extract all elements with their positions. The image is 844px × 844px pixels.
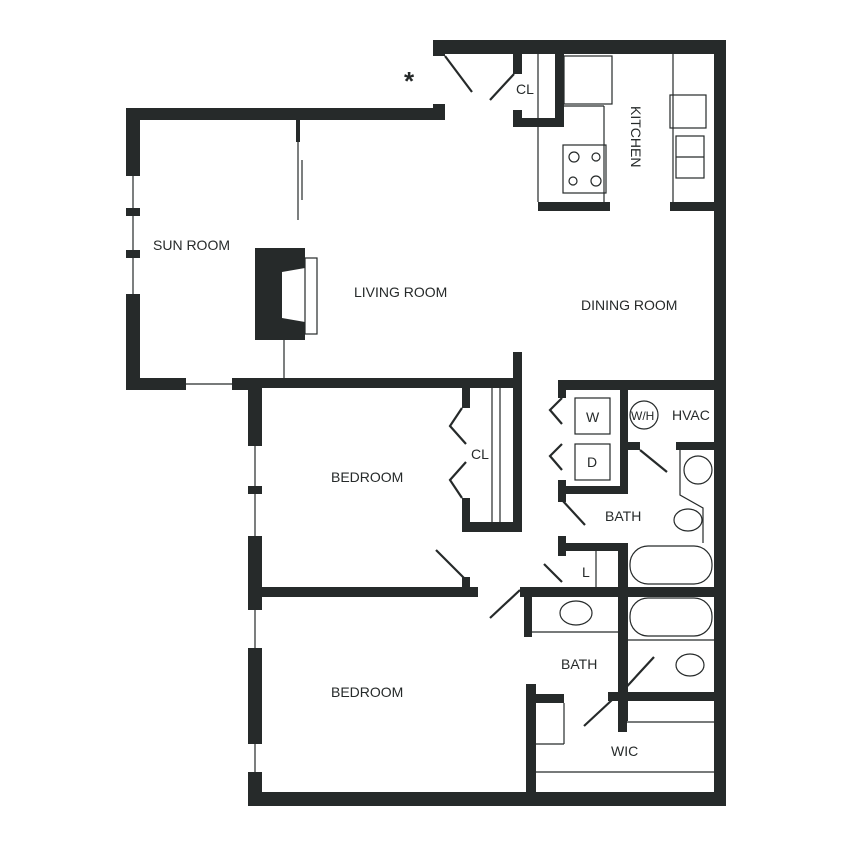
label-dryer: D [587, 454, 597, 470]
label-water-heater: W/H [631, 409, 654, 423]
label-bedroom-1: BEDROOM [331, 469, 403, 485]
entry-marker: * [404, 66, 415, 96]
label-hvac: HVAC [672, 407, 710, 423]
label-bedroom-2: BEDROOM [331, 684, 403, 700]
label-linen: L [582, 564, 590, 580]
label-dining-room: DINING ROOM [581, 297, 677, 313]
label-bath-1: BATH [605, 508, 641, 524]
label-wic: WIC [611, 743, 638, 759]
label-bath-2: BATH [561, 656, 597, 672]
walls [126, 40, 726, 806]
label-closet-bedroom: CL [471, 446, 489, 462]
label-sun-room: SUN ROOM [153, 237, 230, 253]
label-living-room: LIVING ROOM [354, 284, 447, 300]
label-closet-entry: CL [516, 81, 534, 97]
label-kitchen: KITCHEN [628, 106, 644, 167]
label-washer: W [586, 409, 600, 425]
